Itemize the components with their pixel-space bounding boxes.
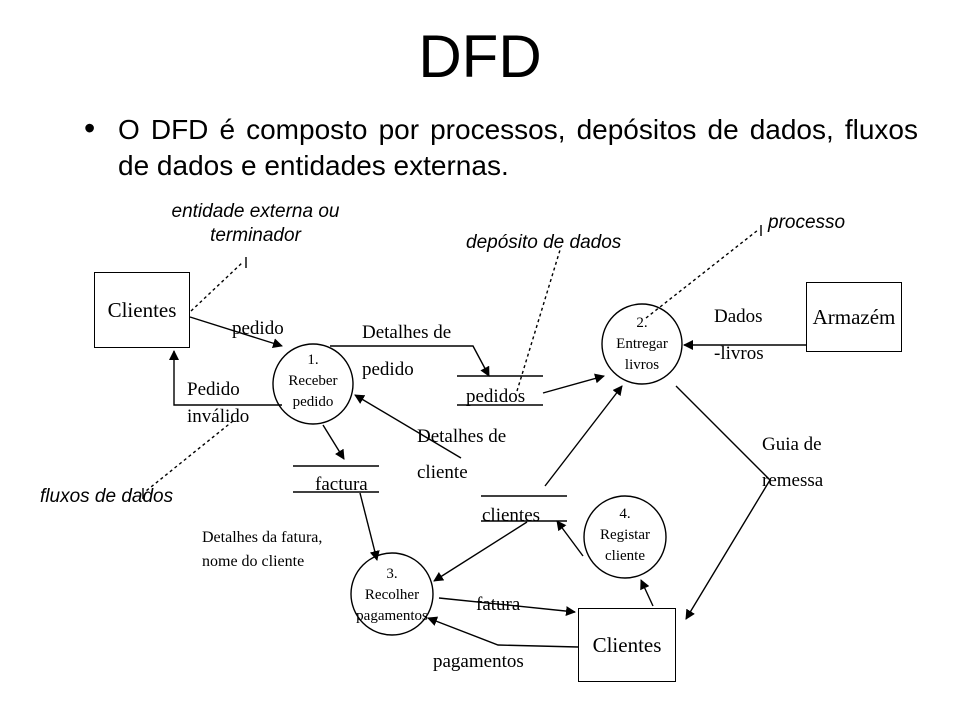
flow-guia-remessa-line1: Guia de xyxy=(762,434,822,455)
flow-detalhes-fatura-line2: nome do cliente xyxy=(202,553,305,570)
process-3-number: 3. xyxy=(386,566,398,582)
process-2-line2: livros xyxy=(624,357,660,373)
annotation-external-entity: entidade externa ou terminador xyxy=(171,201,340,246)
flow-detalhes-pedido-line1: Detalhes de xyxy=(362,322,452,343)
store-clientes-label: clientes xyxy=(482,505,541,526)
entity-armazem: Armazém xyxy=(806,282,902,352)
process-1-line1: Receber xyxy=(288,373,338,389)
store-pedidos-label: pedidos xyxy=(466,386,526,407)
flow-dados-livros-line1: Dados xyxy=(714,306,763,327)
process-3-line1: Recolher xyxy=(364,587,420,603)
flow-fatura-label: fatura xyxy=(476,594,521,615)
entity-clientes-bottom: Clientes xyxy=(578,608,676,682)
annotation-process: processo xyxy=(768,212,846,233)
flow-pedido-invalido-line2: inválido xyxy=(187,406,250,427)
flow-pagamentos-label: pagamentos xyxy=(433,651,524,672)
process-4-line2: cliente xyxy=(605,548,645,564)
flow-dados-livros-line2: -livros xyxy=(714,343,764,364)
process-2-line1: Entregar xyxy=(616,336,668,352)
process-1-label: 1. Receber pedido xyxy=(273,350,353,413)
annotation-data-store: depósito de dados xyxy=(466,232,622,253)
process-2-label: 2. Entregar livros xyxy=(602,313,682,376)
process-1-line2: pedido xyxy=(292,394,334,410)
process-1-circle xyxy=(272,343,354,425)
entity-clientes-top: Clientes xyxy=(94,272,190,348)
process-4-number: 4. xyxy=(619,506,631,522)
bullet-icon: • xyxy=(84,110,96,146)
process-4-circle xyxy=(583,495,667,579)
process-4-label: 4. Registar cliente xyxy=(585,504,665,567)
process-1-number: 1. xyxy=(307,352,319,368)
flow-detalhes-pedido-line2: pedido xyxy=(362,359,414,380)
flow-detalhes-cliente-line1: Detalhes de xyxy=(417,426,507,447)
flow-pedido-label: pedido xyxy=(232,318,284,339)
process-3-line2: pagamentos xyxy=(356,608,428,624)
flow-pedido-invalido-line1: Pedido xyxy=(187,379,240,400)
process-2-number: 2. xyxy=(636,315,648,331)
annotation-data-flows: fluxos de dados xyxy=(40,486,174,507)
store-factura-label: factura xyxy=(315,474,368,495)
process-4-line1: Registar xyxy=(600,527,650,543)
flow-guia-remessa-line2: remessa xyxy=(762,470,824,491)
process-2-circle xyxy=(601,303,683,385)
process-3-label: 3. Recolher pagamentos xyxy=(348,564,436,627)
flow-detalhes-cliente-line2: cliente xyxy=(417,462,468,483)
bullet-text: O DFD é composto por processos, depósito… xyxy=(118,114,918,181)
slide-title: DFD xyxy=(418,23,542,90)
flow-detalhes-fatura-line1: Detalhes da fatura, xyxy=(202,529,323,546)
process-3-circle xyxy=(350,552,434,636)
